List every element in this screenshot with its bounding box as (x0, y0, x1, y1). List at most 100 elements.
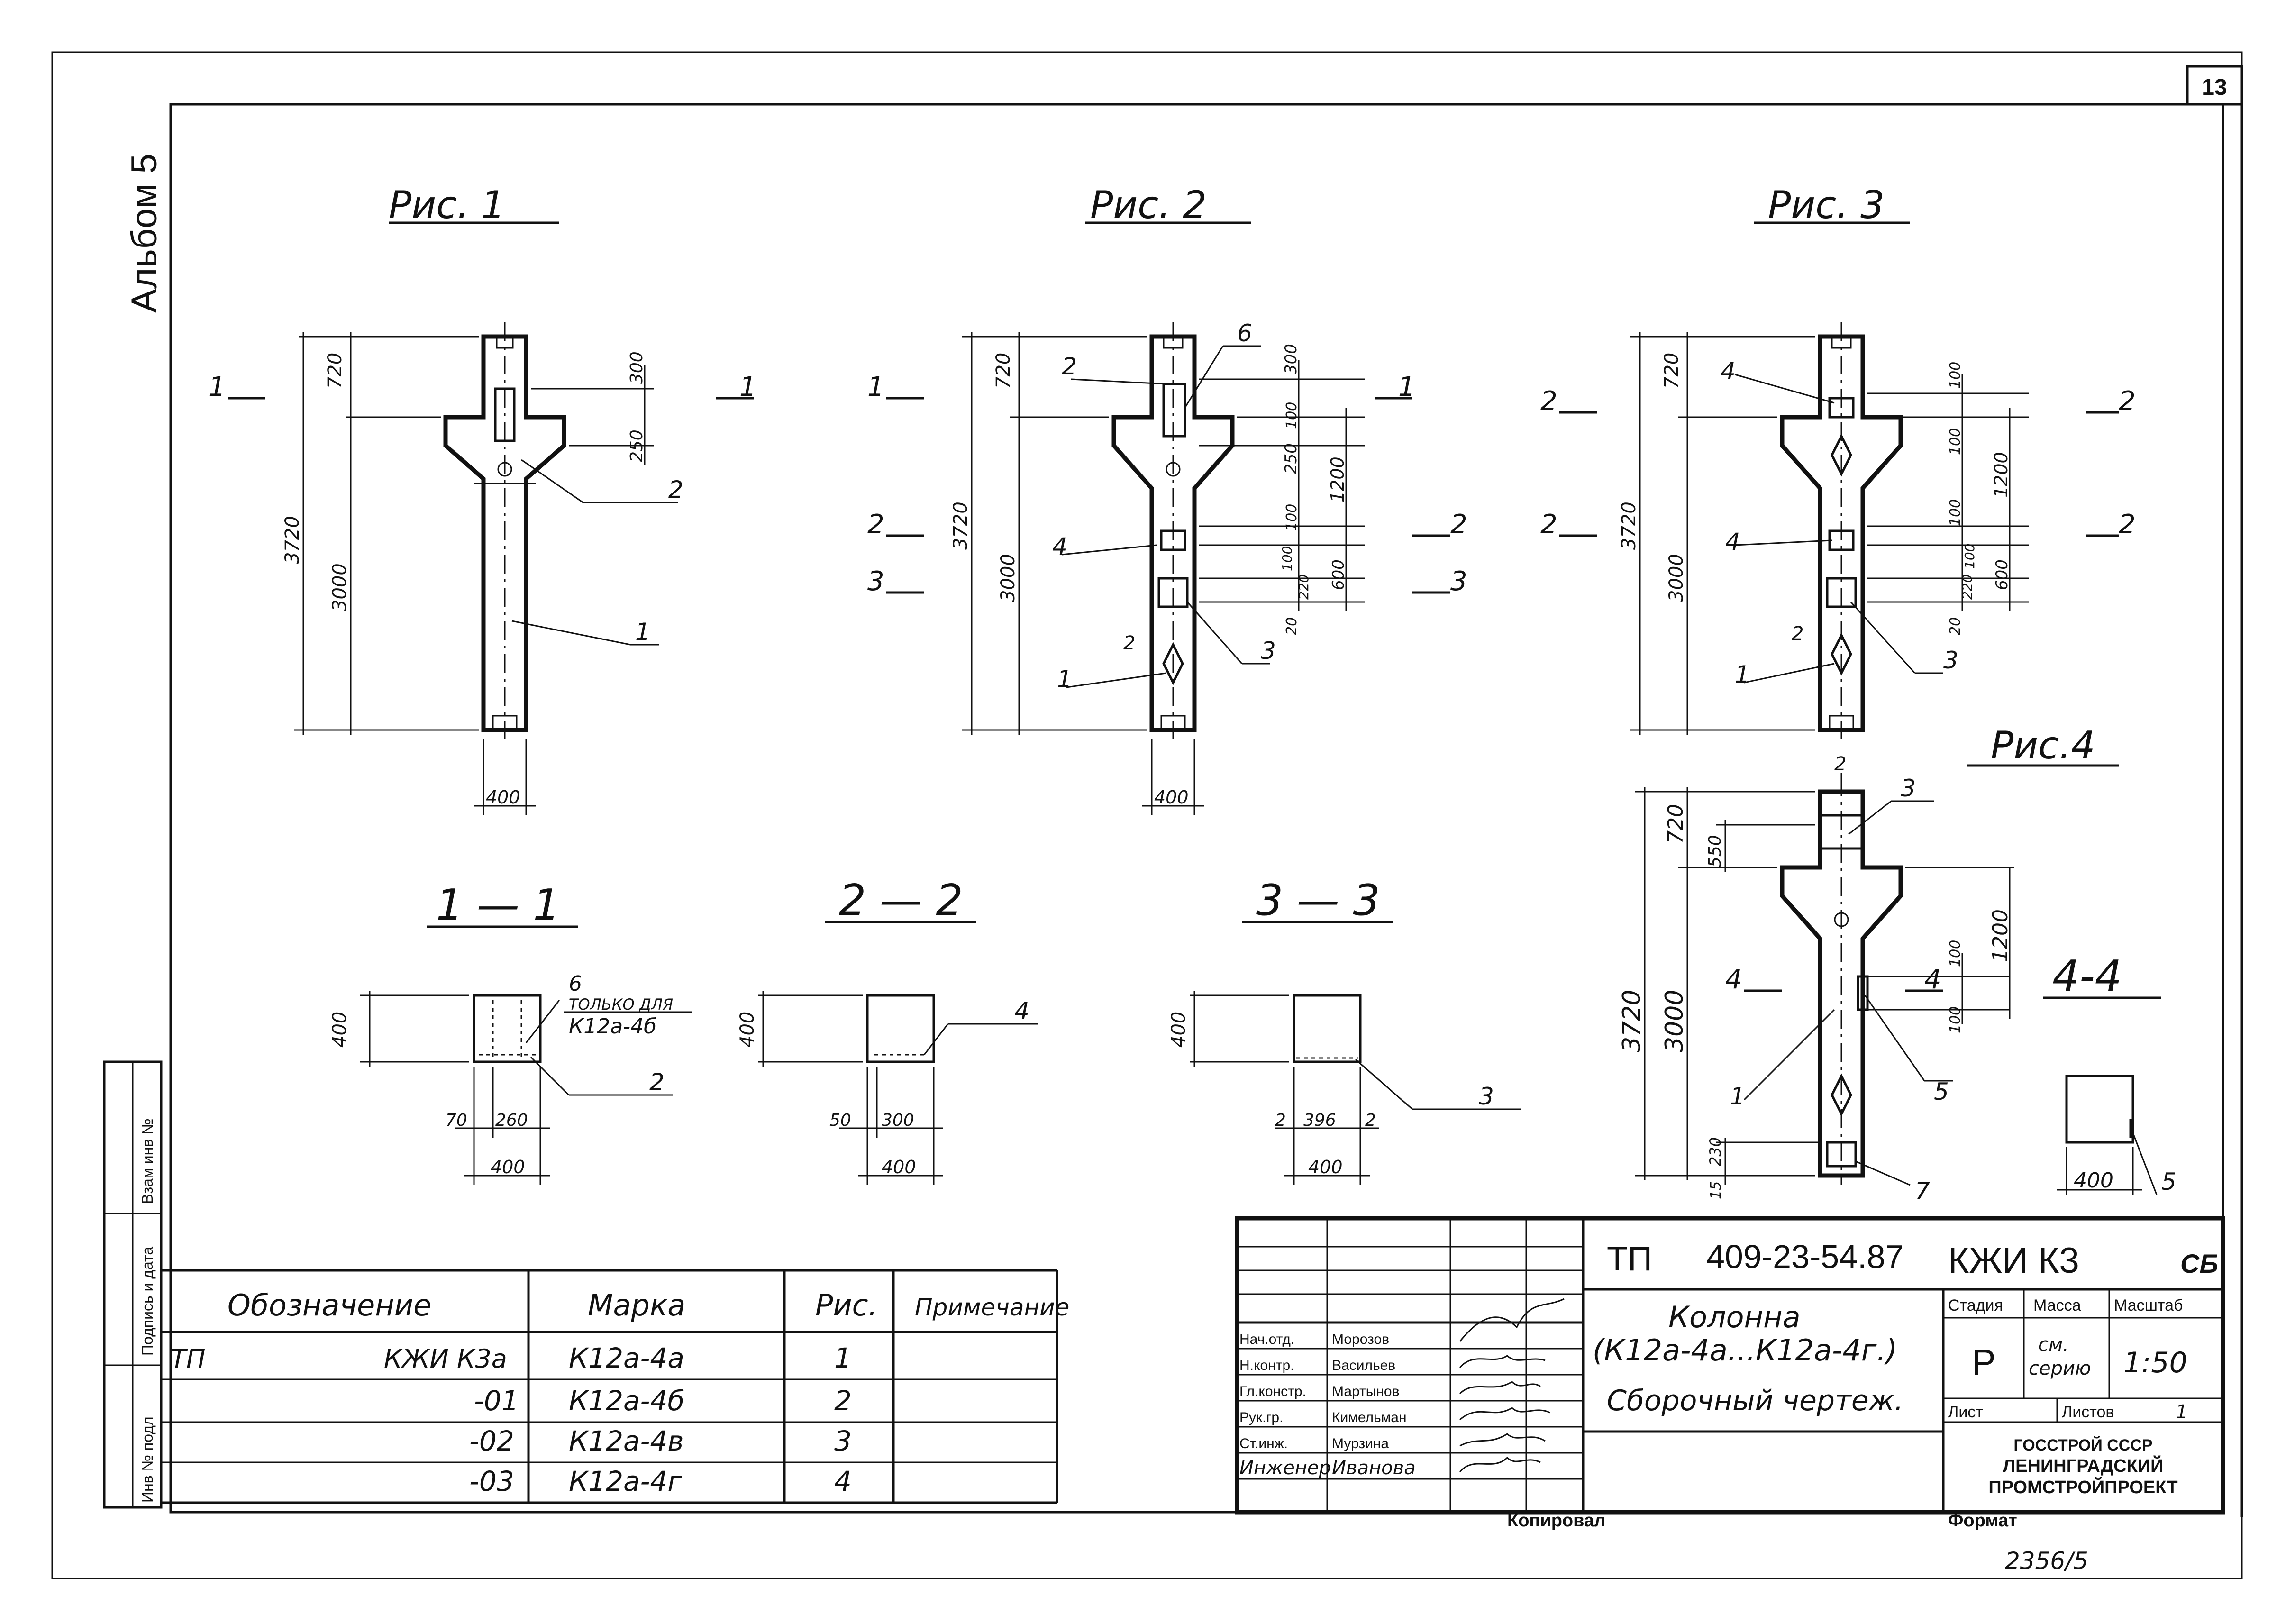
tb-role-2: Гл.констр. (1239, 1384, 1306, 1399)
tb-mass-2: серию (2029, 1358, 2091, 1379)
f2-dim-400: 400 (1154, 787, 1189, 808)
f2-sect-2-left: 2 (867, 509, 884, 540)
s11-dim-260: 260 (495, 1111, 528, 1130)
fig2-title: Рис. 2 (1090, 183, 1207, 227)
f2-pos-1: 1 (1057, 666, 1072, 693)
tb-role-0: Нач.отд. (1239, 1332, 1294, 1347)
sheet-number: 13 (2202, 75, 2227, 100)
tb-scale-label: Масштаб (2114, 1296, 2183, 1314)
section-titles: 1 — 1 2 — 2 3 — 3 4-4 (427, 876, 2161, 1001)
s11-pos-2: 2 (649, 1068, 665, 1096)
tb-name-0: Морозов (1332, 1332, 1389, 1347)
spec-row-1-designation: -01 (474, 1385, 519, 1417)
s44-pos-5: 5 (2161, 1168, 2177, 1195)
fig3-title: Рис. 3 (1768, 183, 1885, 227)
f2-dim-250: 250 (1282, 443, 1301, 474)
f3-sect-2a-left: 2 (1540, 386, 1557, 417)
fig4-title: Рис.4 (1991, 723, 2095, 767)
copied-by-label: Копировал (1507, 1511, 1605, 1531)
spec-row-0-designation: КЖИ К3а (384, 1344, 507, 1374)
section-3-3-title: 3 — 3 (1256, 876, 1380, 925)
s33-dim-400b: 400 (1308, 1157, 1343, 1177)
f3-pos-1: 1 (1735, 661, 1750, 688)
tb-name-3: Кимельман (1332, 1410, 1407, 1425)
figure-1-column (443, 322, 566, 739)
tb-sheet-label: Лист (1948, 1403, 1983, 1421)
s11-note-mark: К12а-4б (569, 1014, 656, 1039)
column-4-embed-5 (1857, 975, 1869, 1011)
f1-sect-left: 1 (209, 372, 226, 402)
s11-note-only: ТОЛЬКО ДЛЯ (569, 995, 673, 1013)
tb-code: 409-23-54.87 (1706, 1238, 1903, 1275)
album-label: Альбом 5 (124, 154, 164, 313)
f4-dim-100b: 100 (1947, 1006, 1964, 1033)
f2-pos-4: 4 (1052, 533, 1067, 560)
s22-dim-400: 400 (737, 1012, 758, 1048)
s22-dim-400b: 400 (882, 1157, 916, 1177)
f1-dim-300: 300 (627, 351, 647, 384)
f2-dim-3720: 3720 (950, 502, 972, 550)
section-4-4-title: 4-4 (2052, 951, 2122, 1001)
tb-title-1: Колонна (1668, 1300, 1801, 1334)
s22-dim-300: 300 (882, 1111, 914, 1130)
tb-title-2: (К12а-4а...К12а-4г.) (1593, 1333, 1897, 1368)
tb-mass-1: см. (2038, 1334, 2069, 1356)
figure-3-column (1780, 322, 1903, 739)
spec-header-designation: Обозначение (228, 1288, 431, 1323)
spec-row-0-mark: К12а-4а (569, 1342, 684, 1374)
f3-dim-3000: 3000 (1666, 554, 1687, 602)
tb-org-3: ПРОМСТРОЙПРОЕКТ (1988, 1476, 2177, 1497)
signature-4 (1459, 1433, 1546, 1447)
f2-dim-720: 720 (993, 353, 1014, 389)
tb-scale: 1:50 (2123, 1346, 2187, 1379)
f2-pos-2: 2 (1062, 353, 1077, 380)
tb-name-2: Мартынов (1332, 1384, 1400, 1399)
figure-4-dims: 720 550 3720 3000 100 100 1200 230 15 2 … (1618, 753, 2014, 1205)
f2-dim-100c: 100 (1279, 546, 1295, 571)
f2-pos-2b: 2 (1123, 632, 1135, 654)
f1-dim-3000: 3000 (329, 563, 351, 611)
tb-name-1: Васильев (1332, 1358, 1395, 1373)
figure-3-dims: 720 3720 3000 100 100 1200 100 100 220 6… (1540, 332, 2136, 735)
inner-frame (169, 103, 2224, 1514)
spec-row-2-designation: -02 (469, 1425, 514, 1457)
spec-row-0-prefix: ТП (171, 1344, 206, 1374)
spec-row-2-fig: 3 (834, 1425, 852, 1457)
f4-dim-230: 230 (1706, 1137, 1724, 1166)
f3-pos-2b: 2 (1792, 623, 1803, 645)
tb-role-1: Н.контр. (1239, 1358, 1294, 1373)
figure-4-column (1780, 777, 1903, 1185)
tb-stage-label: Стадия (1948, 1296, 2003, 1314)
f3-dim-20: 20 (1947, 617, 1964, 635)
f3-pos-4a: 4 (1721, 357, 1736, 385)
tb-name-5: Иванова (1332, 1457, 1416, 1479)
f2-dim-1200: 1200 (1327, 456, 1348, 502)
f1-dim-250: 250 (627, 429, 647, 462)
section-4-4-view: 400 5 (2057, 1075, 2177, 1195)
f3-dim-1200: 1200 (1991, 452, 2012, 498)
tb-stage: Р (1972, 1342, 1996, 1383)
s33-dim-2a: 2 (1275, 1111, 1286, 1130)
f3-dim-100a: 100 (1947, 362, 1964, 389)
f1-dim-400: 400 (486, 787, 520, 808)
section-1-1-view: 400 70 260 400 2 6 ТОЛЬКО ДЛЯ К12а-4б (329, 972, 692, 1185)
tb-role-5: Инженер (1239, 1457, 1331, 1479)
s11-dim-70: 70 (446, 1111, 467, 1130)
f2-pos-6: 6 (1237, 319, 1252, 347)
f4-dim-550: 550 (1705, 835, 1725, 867)
format-label: Формат (1948, 1511, 2017, 1531)
column-4-outline (1780, 789, 1903, 1178)
tb-code-suffix: КЖИ К3 (1948, 1241, 2079, 1281)
tb-code-prefix: ТП (1607, 1240, 1652, 1278)
f2-sect-3-right: 3 (1450, 566, 1467, 597)
s11-dim-400: 400 (329, 1012, 351, 1048)
s44-dim-400: 400 (2074, 1168, 2113, 1193)
figure-2-dims: 720 3720 3000 300 100 250 1200 100 100 2… (867, 319, 1467, 815)
spec-table: Обозначение Марка Рис. Примечание ТП КЖИ… (161, 1269, 1069, 1504)
f2-dim-100a: 100 (1284, 402, 1300, 429)
f4-dim-1200: 1200 (1988, 909, 2013, 962)
fig1-title: Рис. 1 (389, 183, 505, 227)
f3-dim-100d: 100 (1962, 544, 1977, 569)
spec-row-2-mark: К12а-4в (569, 1425, 684, 1457)
s22-dim-50: 50 (829, 1111, 851, 1130)
